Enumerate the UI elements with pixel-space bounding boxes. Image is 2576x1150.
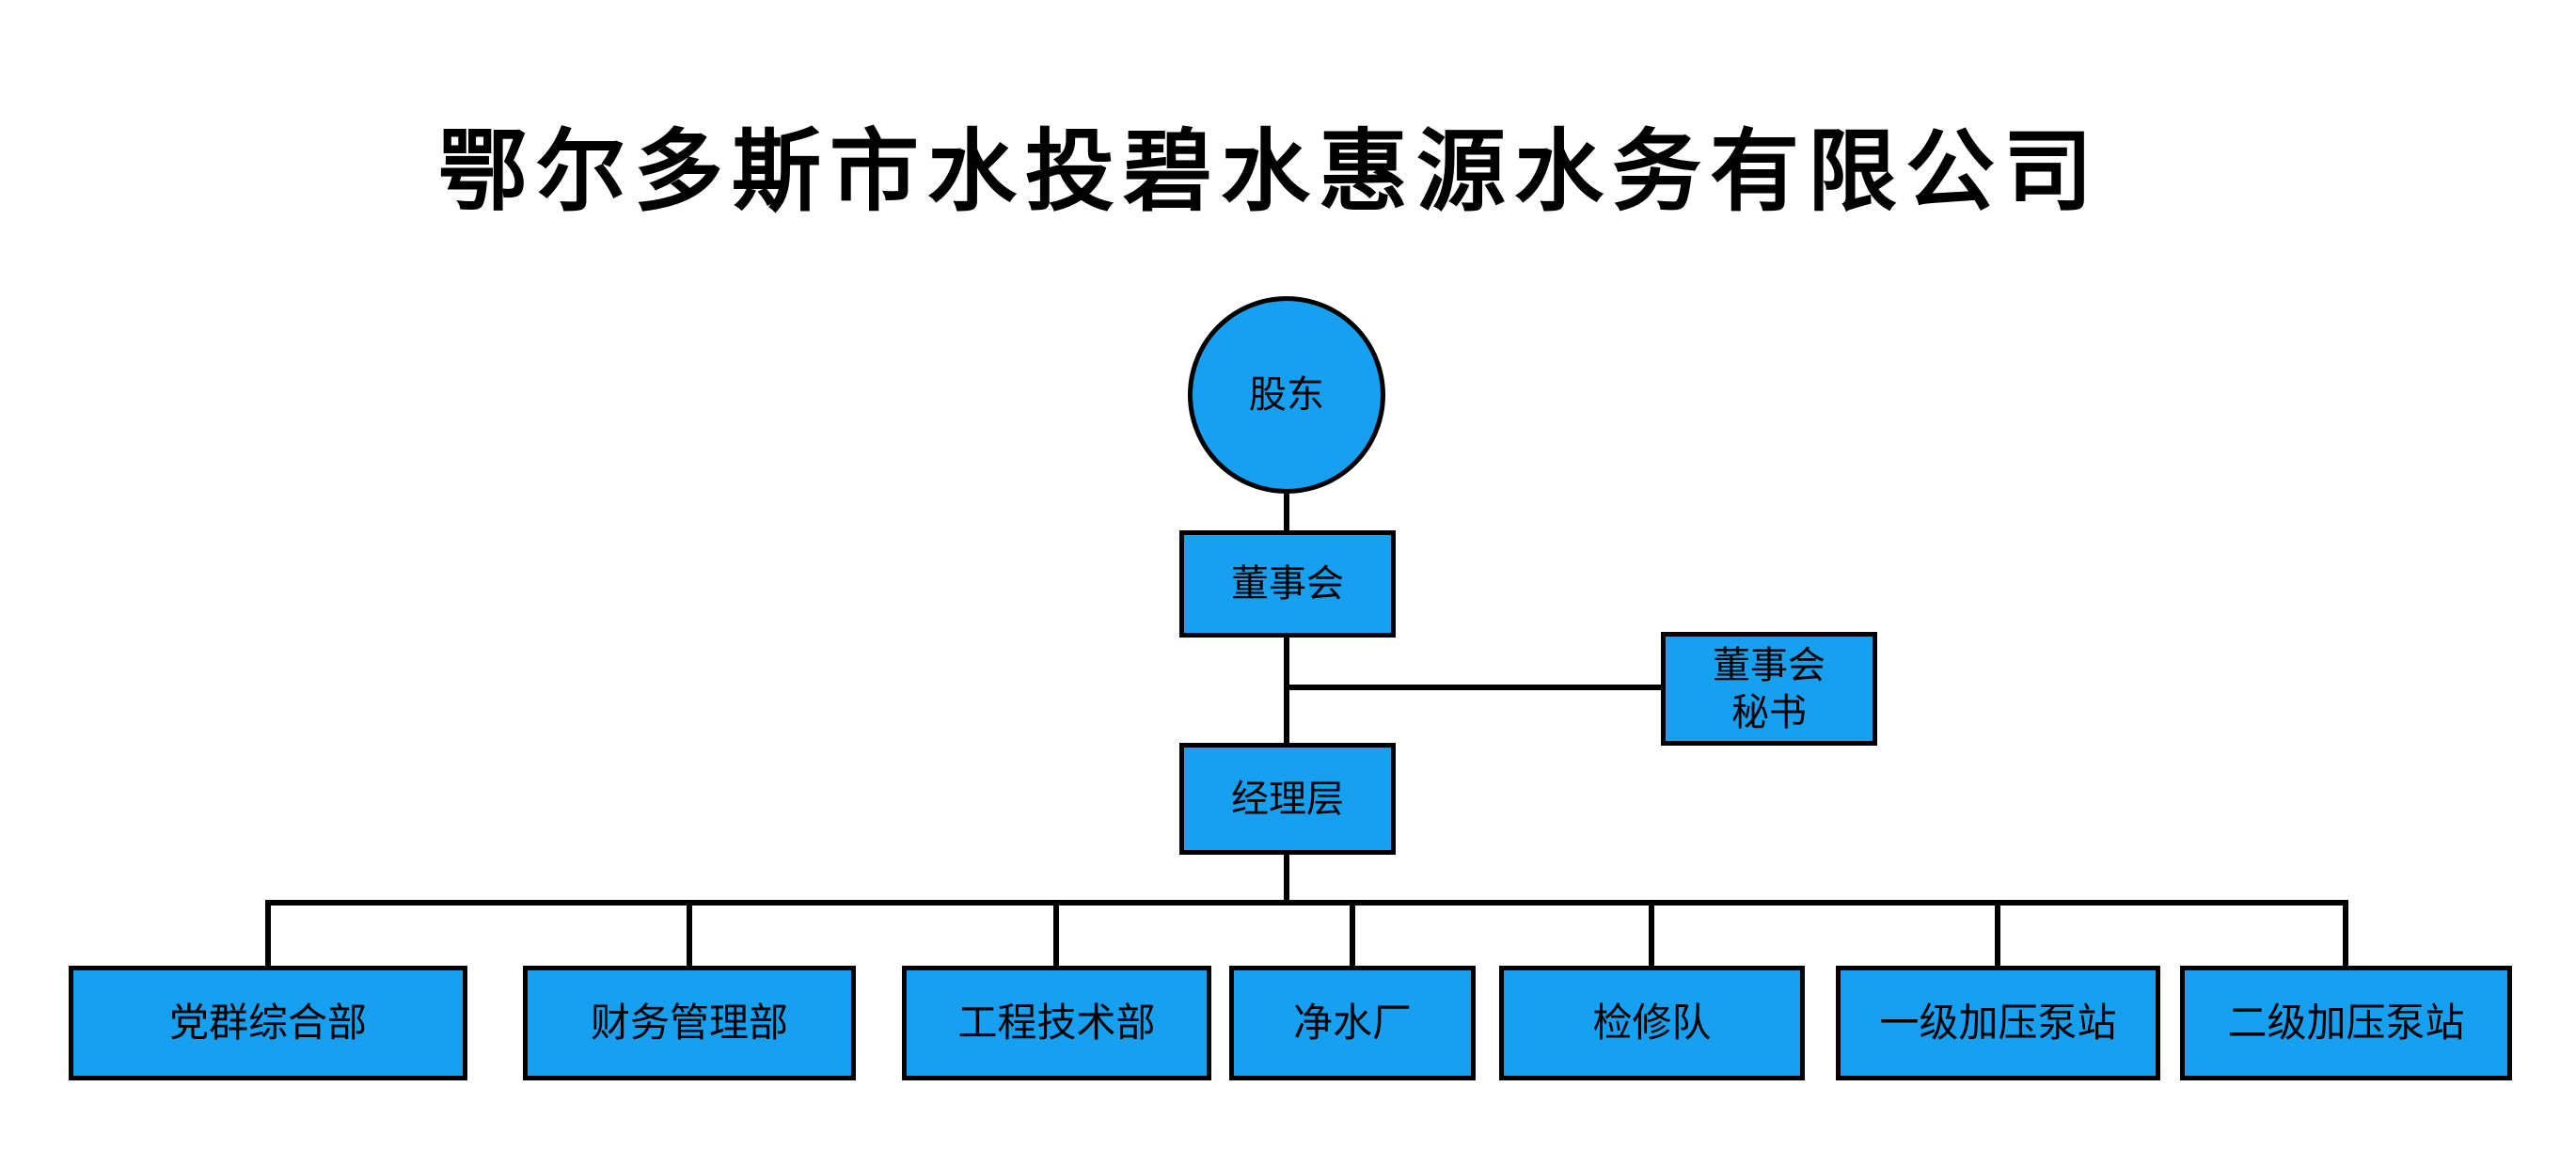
node-dept-engineering: 工程技术部 — [902, 966, 1211, 1080]
connector-department-rail — [265, 900, 2348, 906]
node-dept-pump-station-1: 一级加压泵站 — [1836, 966, 2160, 1080]
node-dept-label: 检修队 — [1592, 1000, 1712, 1045]
node-dept-label: 净水厂 — [1292, 1000, 1412, 1045]
node-shareholder: 股东 — [1188, 296, 1385, 494]
node-dept-label: 财务管理部 — [590, 1000, 788, 1045]
connector-stub-dept-1 — [265, 904, 271, 966]
connector-stub-dept-3 — [1053, 904, 1059, 966]
node-dept-label: 一级加压泵站 — [1879, 1000, 2117, 1045]
node-board-secretary-label: 董事会 秘书 — [1713, 644, 1825, 733]
node-dept-label: 二级加压泵站 — [2227, 1000, 2465, 1045]
connector-stub-dept-6 — [1995, 904, 2000, 966]
node-board-secretary: 董事会 秘书 — [1661, 632, 1877, 746]
node-board-label: 董事会 — [1231, 563, 1344, 605]
connector-trunk-secretary — [1287, 685, 1663, 690]
node-shareholder-label: 股东 — [1249, 374, 1324, 416]
node-dept-water-plant: 净水厂 — [1229, 966, 1476, 1080]
node-dept-finance: 财务管理部 — [523, 966, 856, 1080]
connector-stub-dept-5 — [1649, 904, 1654, 966]
connector-stub-dept-4 — [1350, 904, 1355, 966]
connector-shareholder-board — [1284, 492, 1289, 534]
connector-management-rail — [1284, 853, 1289, 904]
node-dept-maintenance: 检修队 — [1499, 966, 1805, 1080]
node-management-label: 经理层 — [1231, 778, 1344, 820]
connector-stub-dept-2 — [687, 904, 692, 966]
node-management: 经理层 — [1179, 743, 1396, 855]
connector-board-management — [1284, 636, 1289, 745]
connector-stub-dept-7 — [2343, 904, 2348, 966]
node-dept-label: 工程技术部 — [957, 1000, 1156, 1045]
node-board: 董事会 — [1179, 530, 1396, 638]
node-dept-pump-station-2: 二级加压泵站 — [2180, 966, 2512, 1080]
node-dept-label: 党群综合部 — [168, 1000, 367, 1045]
org-chart-title: 鄂尔多斯市水投碧水惠源水务有限公司 — [437, 122, 2101, 222]
node-dept-party-affairs: 党群综合部 — [69, 966, 467, 1080]
